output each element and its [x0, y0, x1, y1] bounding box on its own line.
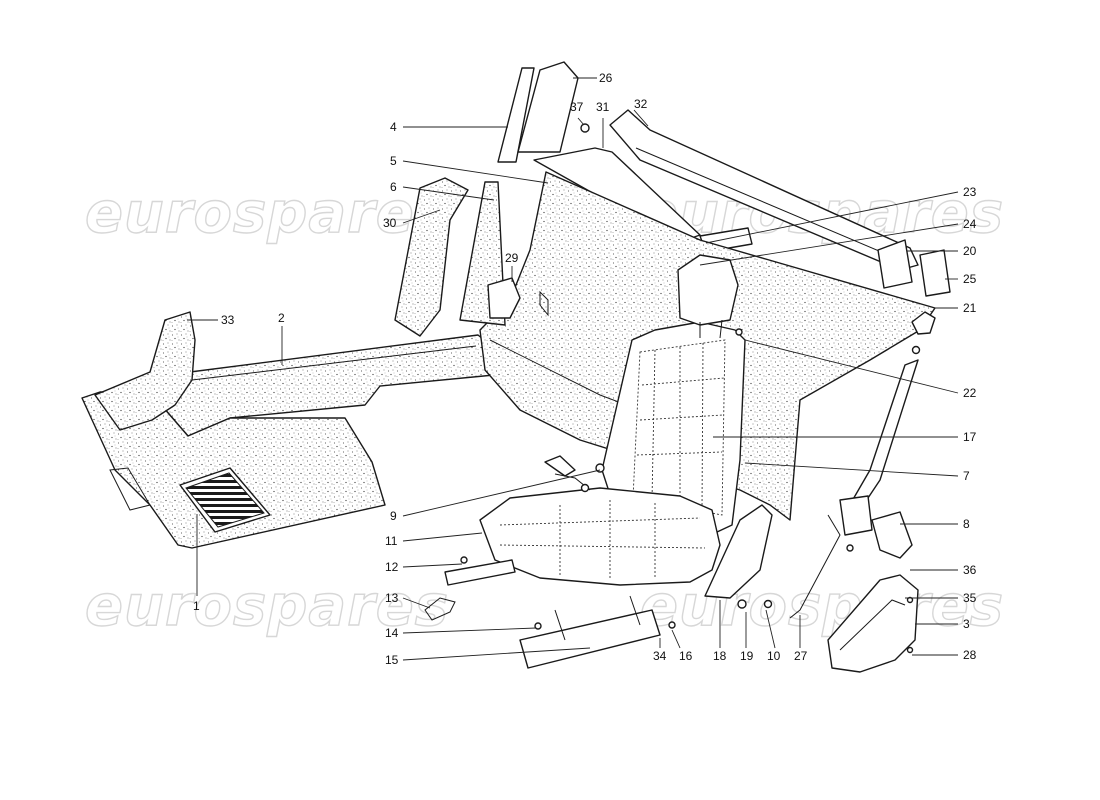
fastener-37	[580, 123, 590, 133]
callout-1: 1	[193, 599, 200, 613]
callout-2: 2	[278, 311, 285, 325]
belt-retractor	[839, 495, 873, 536]
watermark-text: eurospares	[85, 181, 449, 246]
fastener-28	[906, 646, 914, 654]
part-backrest	[601, 321, 746, 541]
fastener-22	[735, 328, 743, 336]
part-29-cover	[487, 277, 521, 319]
callout-20: 20	[963, 244, 977, 258]
part-8-cover	[871, 511, 913, 559]
callout-19: 19	[740, 649, 754, 663]
callout-14: 14	[385, 626, 399, 640]
callout-34: 34	[653, 649, 667, 663]
part-buckle	[544, 455, 605, 493]
part-headrest	[677, 254, 739, 339]
part-wheelarch-carpet	[94, 311, 196, 431]
part-20-trim	[877, 239, 913, 289]
callout-32: 32	[634, 97, 648, 111]
part-4-trim	[497, 67, 535, 163]
part-small-trims	[699, 227, 951, 297]
part-32-trim	[609, 109, 919, 271]
part-rear-shelf-trims	[533, 109, 919, 271]
callout-22: 22	[963, 386, 977, 400]
belt-upper	[847, 359, 919, 511]
callout-21: 21	[963, 301, 977, 315]
callout-30: 30	[383, 216, 397, 230]
callout-27: 27	[794, 649, 808, 663]
part-seat-belt	[789, 359, 919, 619]
fasteners	[460, 123, 914, 654]
callout-8: 8	[963, 517, 970, 531]
callout-12: 12	[385, 560, 399, 574]
callout-24: 24	[963, 217, 977, 231]
callout-35: 35	[963, 591, 977, 605]
fastener-10	[763, 599, 773, 609]
callout-15: 15	[385, 653, 399, 667]
callout-4: 4	[390, 120, 397, 134]
fastener-16	[668, 621, 676, 629]
callout-31: 31	[596, 100, 610, 114]
part-26-trim	[517, 61, 579, 153]
callout-labels: 4 26 37 31 32 5 6 30 23 24 20 25 29 33 2…	[193, 71, 977, 667]
callout-11: 11	[385, 534, 398, 548]
callout-33: 33	[221, 313, 235, 327]
part-25-trim	[919, 249, 951, 297]
watermark-text: eurospares	[85, 574, 449, 639]
callout-3: 3	[963, 617, 970, 631]
callout-28: 28	[963, 648, 977, 662]
fastener-19	[737, 599, 747, 609]
watermark-text: eurospares	[640, 574, 1004, 639]
callout-26: 26	[599, 71, 613, 85]
part-runner-left	[444, 559, 516, 586]
callout-10: 10	[767, 649, 781, 663]
part-side-panel	[827, 574, 919, 673]
part-13-connector	[424, 597, 456, 621]
callout-5: 5	[390, 154, 397, 168]
callout-16: 16	[679, 649, 693, 663]
fastener-35	[906, 596, 914, 604]
callout-leaders	[187, 77, 959, 661]
callout-13: 13	[385, 591, 399, 605]
part-30-trim	[394, 177, 469, 337]
part-seat-cushion	[479, 487, 721, 586]
part-pillar-trims	[497, 61, 579, 163]
callout-17: 17	[963, 430, 977, 444]
floor-grille	[185, 472, 265, 528]
fastener-14	[534, 622, 542, 630]
fastener-8	[846, 544, 854, 552]
callout-7: 7	[963, 469, 970, 483]
callout-23: 23	[963, 185, 977, 199]
callout-6: 6	[390, 180, 397, 194]
callout-25: 25	[963, 272, 977, 286]
part-seat-side-cover	[704, 504, 773, 599]
part-runner-right	[519, 609, 661, 669]
callout-29: 29	[505, 251, 519, 265]
part-21-strap-guide	[911, 311, 936, 355]
part-seat-runners	[424, 559, 661, 669]
part-floor-carpet	[81, 391, 386, 549]
callout-9: 9	[390, 509, 397, 523]
callout-18: 18	[713, 649, 727, 663]
callout-37: 37	[570, 100, 584, 114]
callout-36: 36	[963, 563, 977, 577]
fastener-12	[460, 556, 468, 564]
